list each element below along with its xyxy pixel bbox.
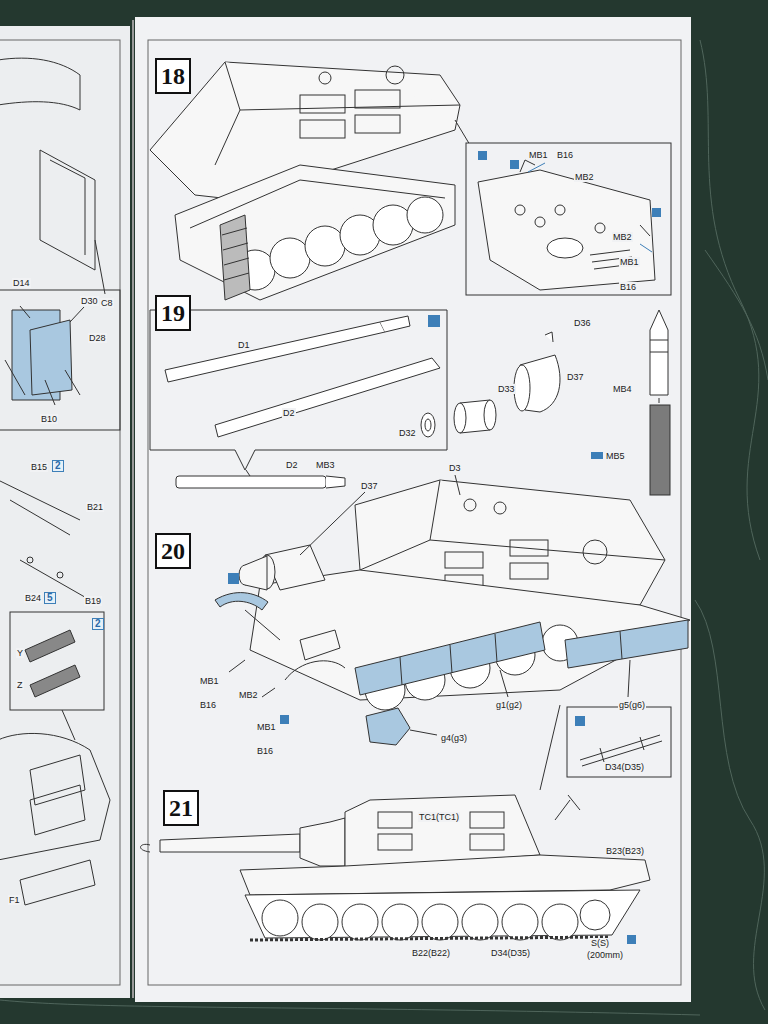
part-label: D37 [360, 481, 379, 491]
part-label: MB3 [315, 460, 336, 470]
part-label: B24 [24, 593, 42, 603]
part-label: MB1 [256, 722, 277, 732]
part-label: B16 [256, 746, 274, 756]
step-number: 21 [169, 796, 193, 820]
part-label: B15 [30, 462, 48, 472]
part-label: B23(B23) [605, 846, 645, 856]
step-number: 20 [161, 539, 185, 563]
part-label: g4(g3) [440, 733, 468, 743]
part-label: B16 [556, 150, 574, 160]
part-label: D37 [566, 372, 585, 382]
step-number-box: 19 [155, 295, 191, 331]
quantity-number: 2 [52, 460, 64, 472]
part-label: g5(g6) [618, 700, 646, 710]
quantity-number: 5 [44, 592, 56, 604]
part-label: g1(g2) [495, 700, 523, 710]
part-label: D2 [285, 460, 299, 470]
part-label: B16 [199, 700, 217, 710]
step-number-box: 21 [163, 790, 199, 826]
part-label: MB1 [528, 150, 549, 160]
quantity-number: 2 [92, 618, 104, 630]
step-number-box: 18 [155, 58, 191, 94]
part-label: D1 [237, 340, 251, 350]
part-label: MB5 [605, 451, 626, 461]
part-label: MB2 [238, 690, 259, 700]
part-label: D34(D35) [604, 762, 645, 772]
part-label: MB2 [612, 232, 633, 242]
part-label: MB2 [574, 172, 595, 182]
part-label: C8 [100, 298, 114, 308]
part-label: MB1 [199, 676, 220, 686]
part-label: B21 [86, 502, 104, 512]
part-label: D14 [12, 278, 31, 288]
part-label: B22(B22) [411, 948, 451, 958]
part-label: B19 [84, 596, 102, 606]
part-label: D32 [398, 428, 417, 438]
part-label: TC1(TC1) [418, 812, 460, 822]
part-label: D36 [573, 318, 592, 328]
part-label: D33 [497, 384, 516, 394]
part-label: B10 [40, 414, 58, 424]
part-label: MB1 [619, 257, 640, 267]
part-label: D30 [80, 296, 99, 306]
part-label: D3 [448, 463, 462, 473]
step-number: 18 [161, 64, 185, 88]
part-label: MB4 [612, 384, 633, 394]
part-label: S(S) [590, 938, 610, 948]
step-number-box: 20 [155, 533, 191, 569]
part-label: D28 [88, 333, 107, 343]
part-label: B16 [619, 282, 637, 292]
step-number: 19 [161, 301, 185, 325]
part-label: D2 [282, 408, 296, 418]
part-label: (200mm) [586, 950, 624, 960]
part-label: Y [16, 648, 24, 658]
part-label: F1 [8, 895, 21, 905]
part-label: Z [16, 680, 24, 690]
part-label: D34(D35) [490, 948, 531, 958]
